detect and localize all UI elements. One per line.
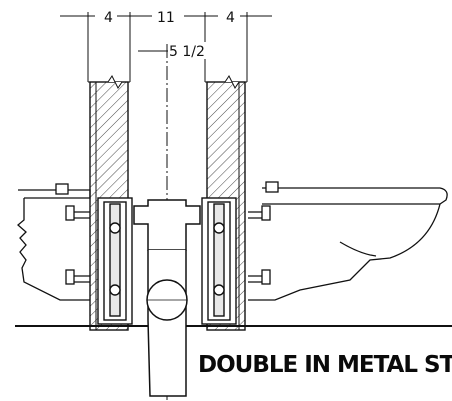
caption: DOUBLE IN METAL STUI	[198, 352, 452, 378]
carrier-frames	[97, 197, 237, 325]
dim-cavity: 11	[157, 10, 175, 26]
dim-centerline-offset: 5 1/2	[169, 44, 205, 60]
right-fixture	[248, 181, 448, 301]
left-fixture	[16, 183, 91, 301]
dimension-labels: 4 11 4 5 1/2	[95, 6, 240, 60]
dim-right-wall: 4	[226, 10, 235, 26]
drain-fitting	[133, 199, 201, 397]
dim-left-wall: 4	[104, 10, 113, 26]
